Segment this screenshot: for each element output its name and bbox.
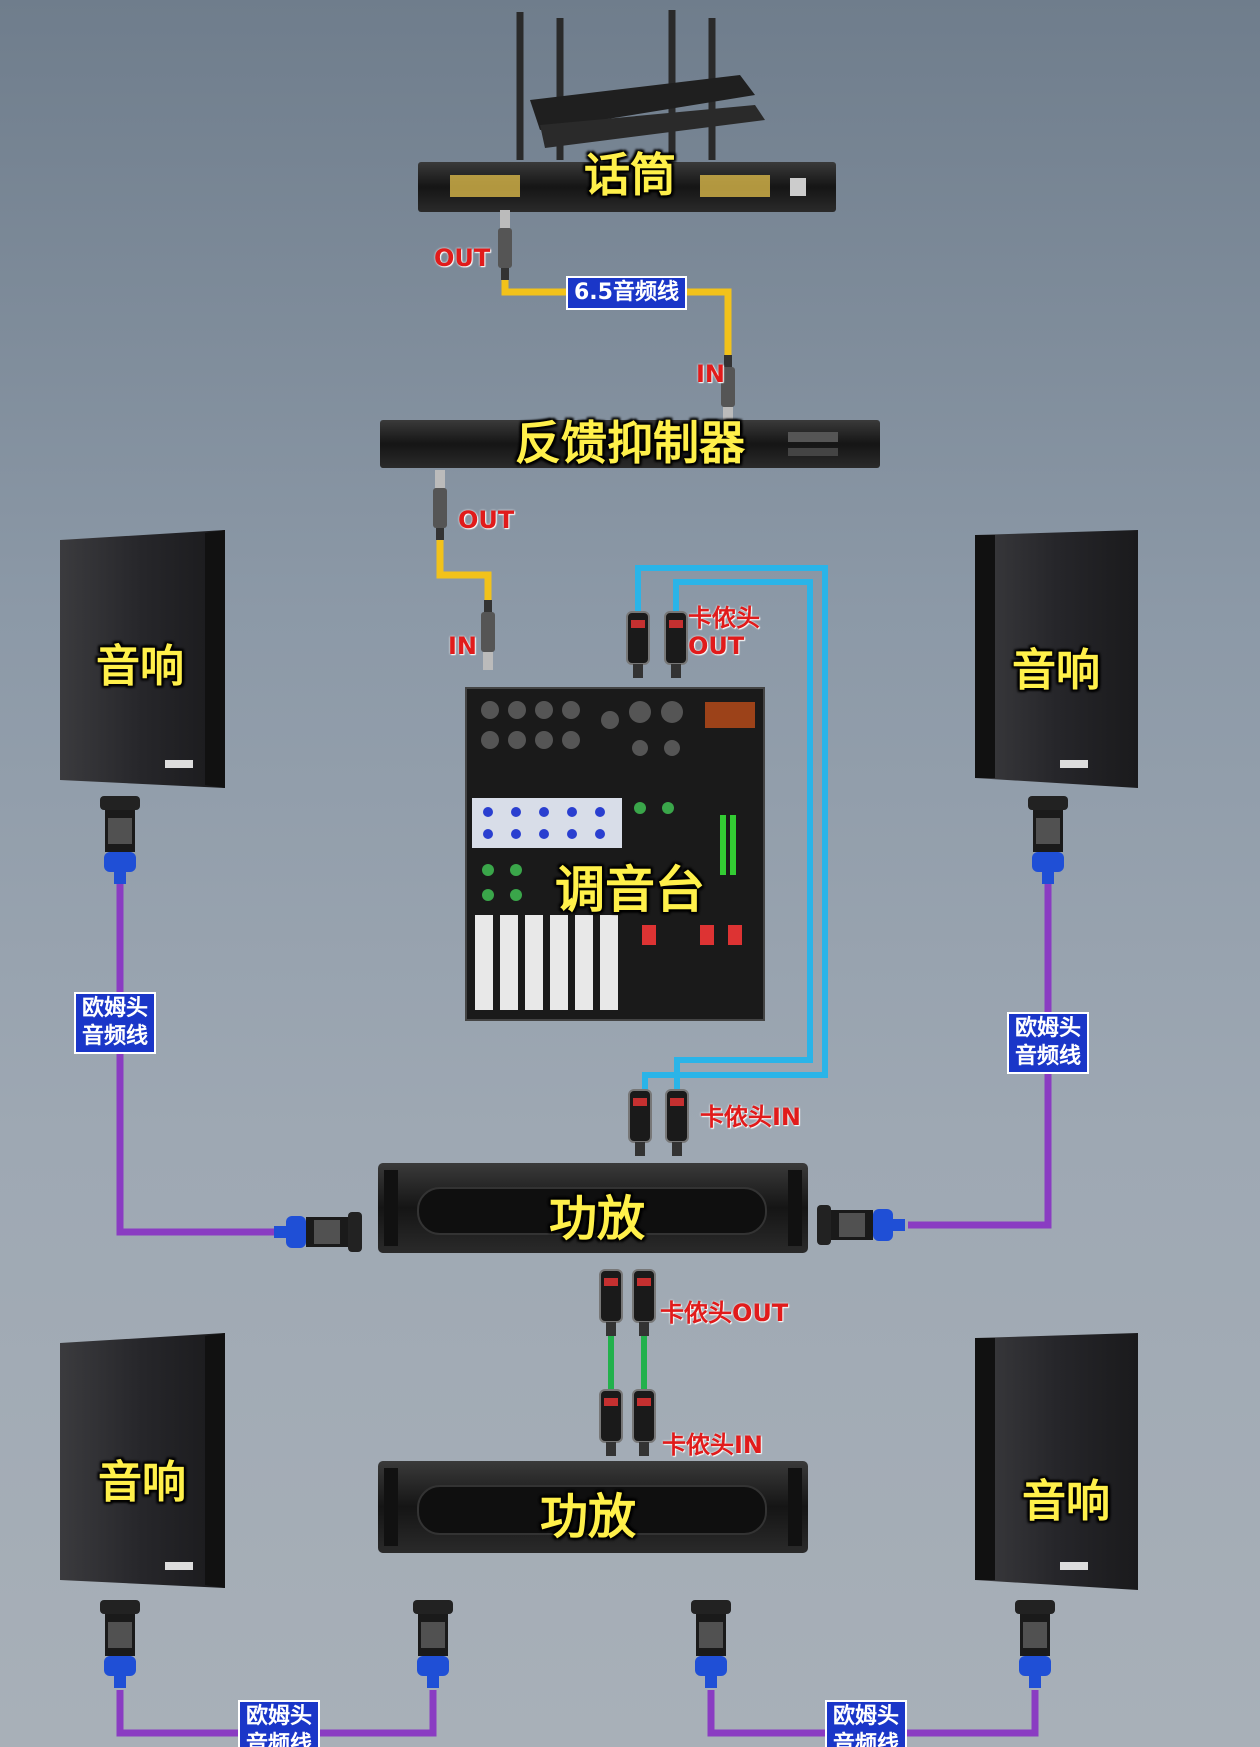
purple-cable-left [116,880,280,1236]
port-suppressor-out: OUT [458,506,515,534]
tag-right-line2: 音频线 [1015,1044,1082,1069]
port-mixer-out-line2: OUT [688,632,745,660]
label-feedback-suppressor: 反馈抑制器 [515,416,745,470]
label-mixer: 调音台 [555,861,705,919]
tag-left-line2: 音频线 [82,1024,149,1049]
port-mixer-out-line1: 卡侬头 [688,604,760,632]
label-speaker-top-left: 音响 [96,641,184,692]
tag-bottom-right-line1: 欧姆头 [833,1704,900,1729]
amp-2-device [378,1389,808,1553]
label-microphone: 话筒 [584,148,676,202]
label-amp-2: 功放 [539,1489,637,1545]
tag-right-speaker-cable: 欧姆头 音频线 [1007,1012,1090,1074]
port-amp2-in: 卡侬头IN [662,1431,764,1459]
tag-bottom-left-line1: 欧姆头 [246,1704,313,1729]
tag-bottom-left-cable: 欧姆头 音频线 [238,1700,321,1747]
amp-1-device [274,1163,905,1337]
purple-cable-right [908,880,1052,1229]
tag-bottom-left-line2: 音频线 [246,1732,313,1747]
label-speaker-bottom-left: 音响 [98,1457,186,1508]
tag-right-line1: 欧姆头 [1015,1016,1082,1041]
speakon-bottom-right-1 [691,1600,731,1688]
tag-left-speaker-cable: 欧姆头 音频线 [74,992,157,1054]
port-suppressor-in: IN [696,360,726,388]
speaker-top-left-device [60,530,225,884]
mixer-device [465,600,765,1157]
label-amp-1: 功放 [548,1191,646,1247]
port-amp1-out: 卡侬头OUT [660,1299,789,1327]
tag-mic-to-suppressor: 6.5音频线 [566,276,687,310]
cyan-cable-2 [673,579,813,1092]
speaker-bottom-right-device [975,1333,1138,1688]
speaker-top-right-device [975,530,1138,884]
cyan-cable-1 [635,565,828,1092]
port-mic-out: OUT [434,244,491,272]
label-speaker-bottom-right: 音响 [1022,1476,1110,1527]
tag-bottom-right-cable: 欧姆头 音频线 [825,1700,908,1747]
speakon-bottom-left-2 [413,1600,453,1688]
tag-bottom-right-line2: 音频线 [833,1732,900,1747]
feedback-suppressor-device [380,355,880,540]
microphone-device [418,10,836,280]
label-speaker-top-right: 音响 [1012,645,1100,696]
speaker-bottom-left-device [60,1333,225,1688]
tag-left-line1: 欧姆头 [82,996,149,1021]
port-amp1-in: 卡侬头IN [700,1103,802,1131]
yellow-cable-suppressor [436,480,492,638]
port-mixer-in: IN [448,632,478,660]
